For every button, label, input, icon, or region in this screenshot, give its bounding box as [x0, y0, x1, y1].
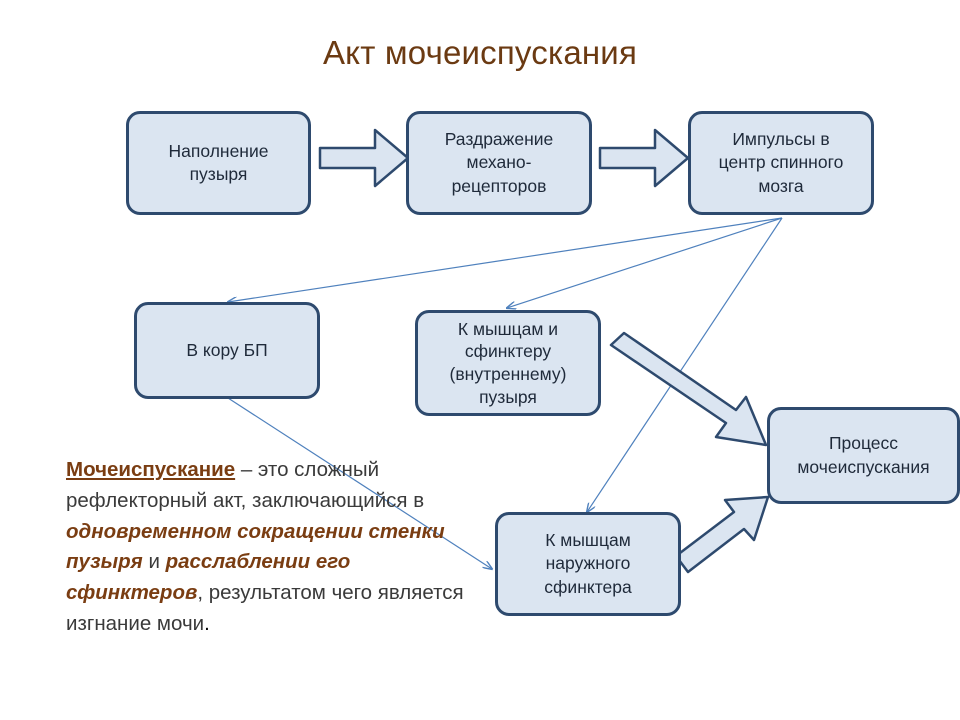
box-process: Процесс мочеиспускания	[767, 407, 960, 504]
definition-emphasis-contraction: одновременном сокращении стенки пузыря	[66, 519, 445, 574]
connector-impulses-to-cortex	[228, 217, 783, 302]
box-external-sphincter-label: К мышцам наружного сфинктера	[544, 530, 632, 597]
connector-impulses-to-internal	[507, 217, 783, 308]
definition-part-1: – это сложный рефлекторный акт, заключаю…	[66, 458, 425, 512]
box-cortex-label: В кору БП	[186, 339, 268, 360]
connector-impulses-to-external	[587, 217, 783, 512]
box-irritation: Раздражение механо- рецепторов	[406, 111, 592, 215]
box-impulses-label: Импульсы в центр спинного мозга	[718, 129, 844, 196]
box-cortex: В кору БП	[134, 302, 320, 399]
block-arrow-filling-to-irritation	[318, 128, 410, 188]
definition-part-3: , результатом чего является изгнание моч…	[66, 581, 464, 635]
box-process-label: Процесс мочеиспускания	[797, 433, 930, 477]
block-arrow-external-to-process	[674, 495, 770, 574]
box-irritation-label: Раздражение механо- рецепторов	[444, 129, 554, 196]
connector-cortex-to-external	[227, 397, 492, 569]
box-filling-label: Наполнение пузыря	[168, 140, 269, 184]
box-external-sphincter: К мышцам наружного сфинктера	[495, 512, 681, 616]
definition-part-2: и	[142, 550, 166, 574]
definition-term: Мочеиспускание	[66, 458, 236, 481]
definition-end: .	[204, 611, 210, 635]
block-arrow-internal-to-process	[609, 331, 768, 447]
box-impulses: Импульсы в центр спинного мозга	[688, 111, 874, 215]
definition-text: Мочеиспускание – это сложный рефлекторны…	[66, 455, 486, 640]
box-internal-sphincter: К мышцам и сфинктеру (внутреннему) пузыр…	[415, 310, 601, 416]
page-title: Акт мочеиспускания	[322, 34, 638, 71]
box-internal-sphincter-label: К мышцам и сфинктеру (внутреннему) пузыр…	[449, 318, 567, 407]
box-filling: Наполнение пузыря	[126, 111, 311, 215]
block-arrow-irritation-to-impulses	[598, 128, 690, 188]
definition-emphasis-relaxation: расслаблении его сфинктеров	[66, 550, 351, 604]
